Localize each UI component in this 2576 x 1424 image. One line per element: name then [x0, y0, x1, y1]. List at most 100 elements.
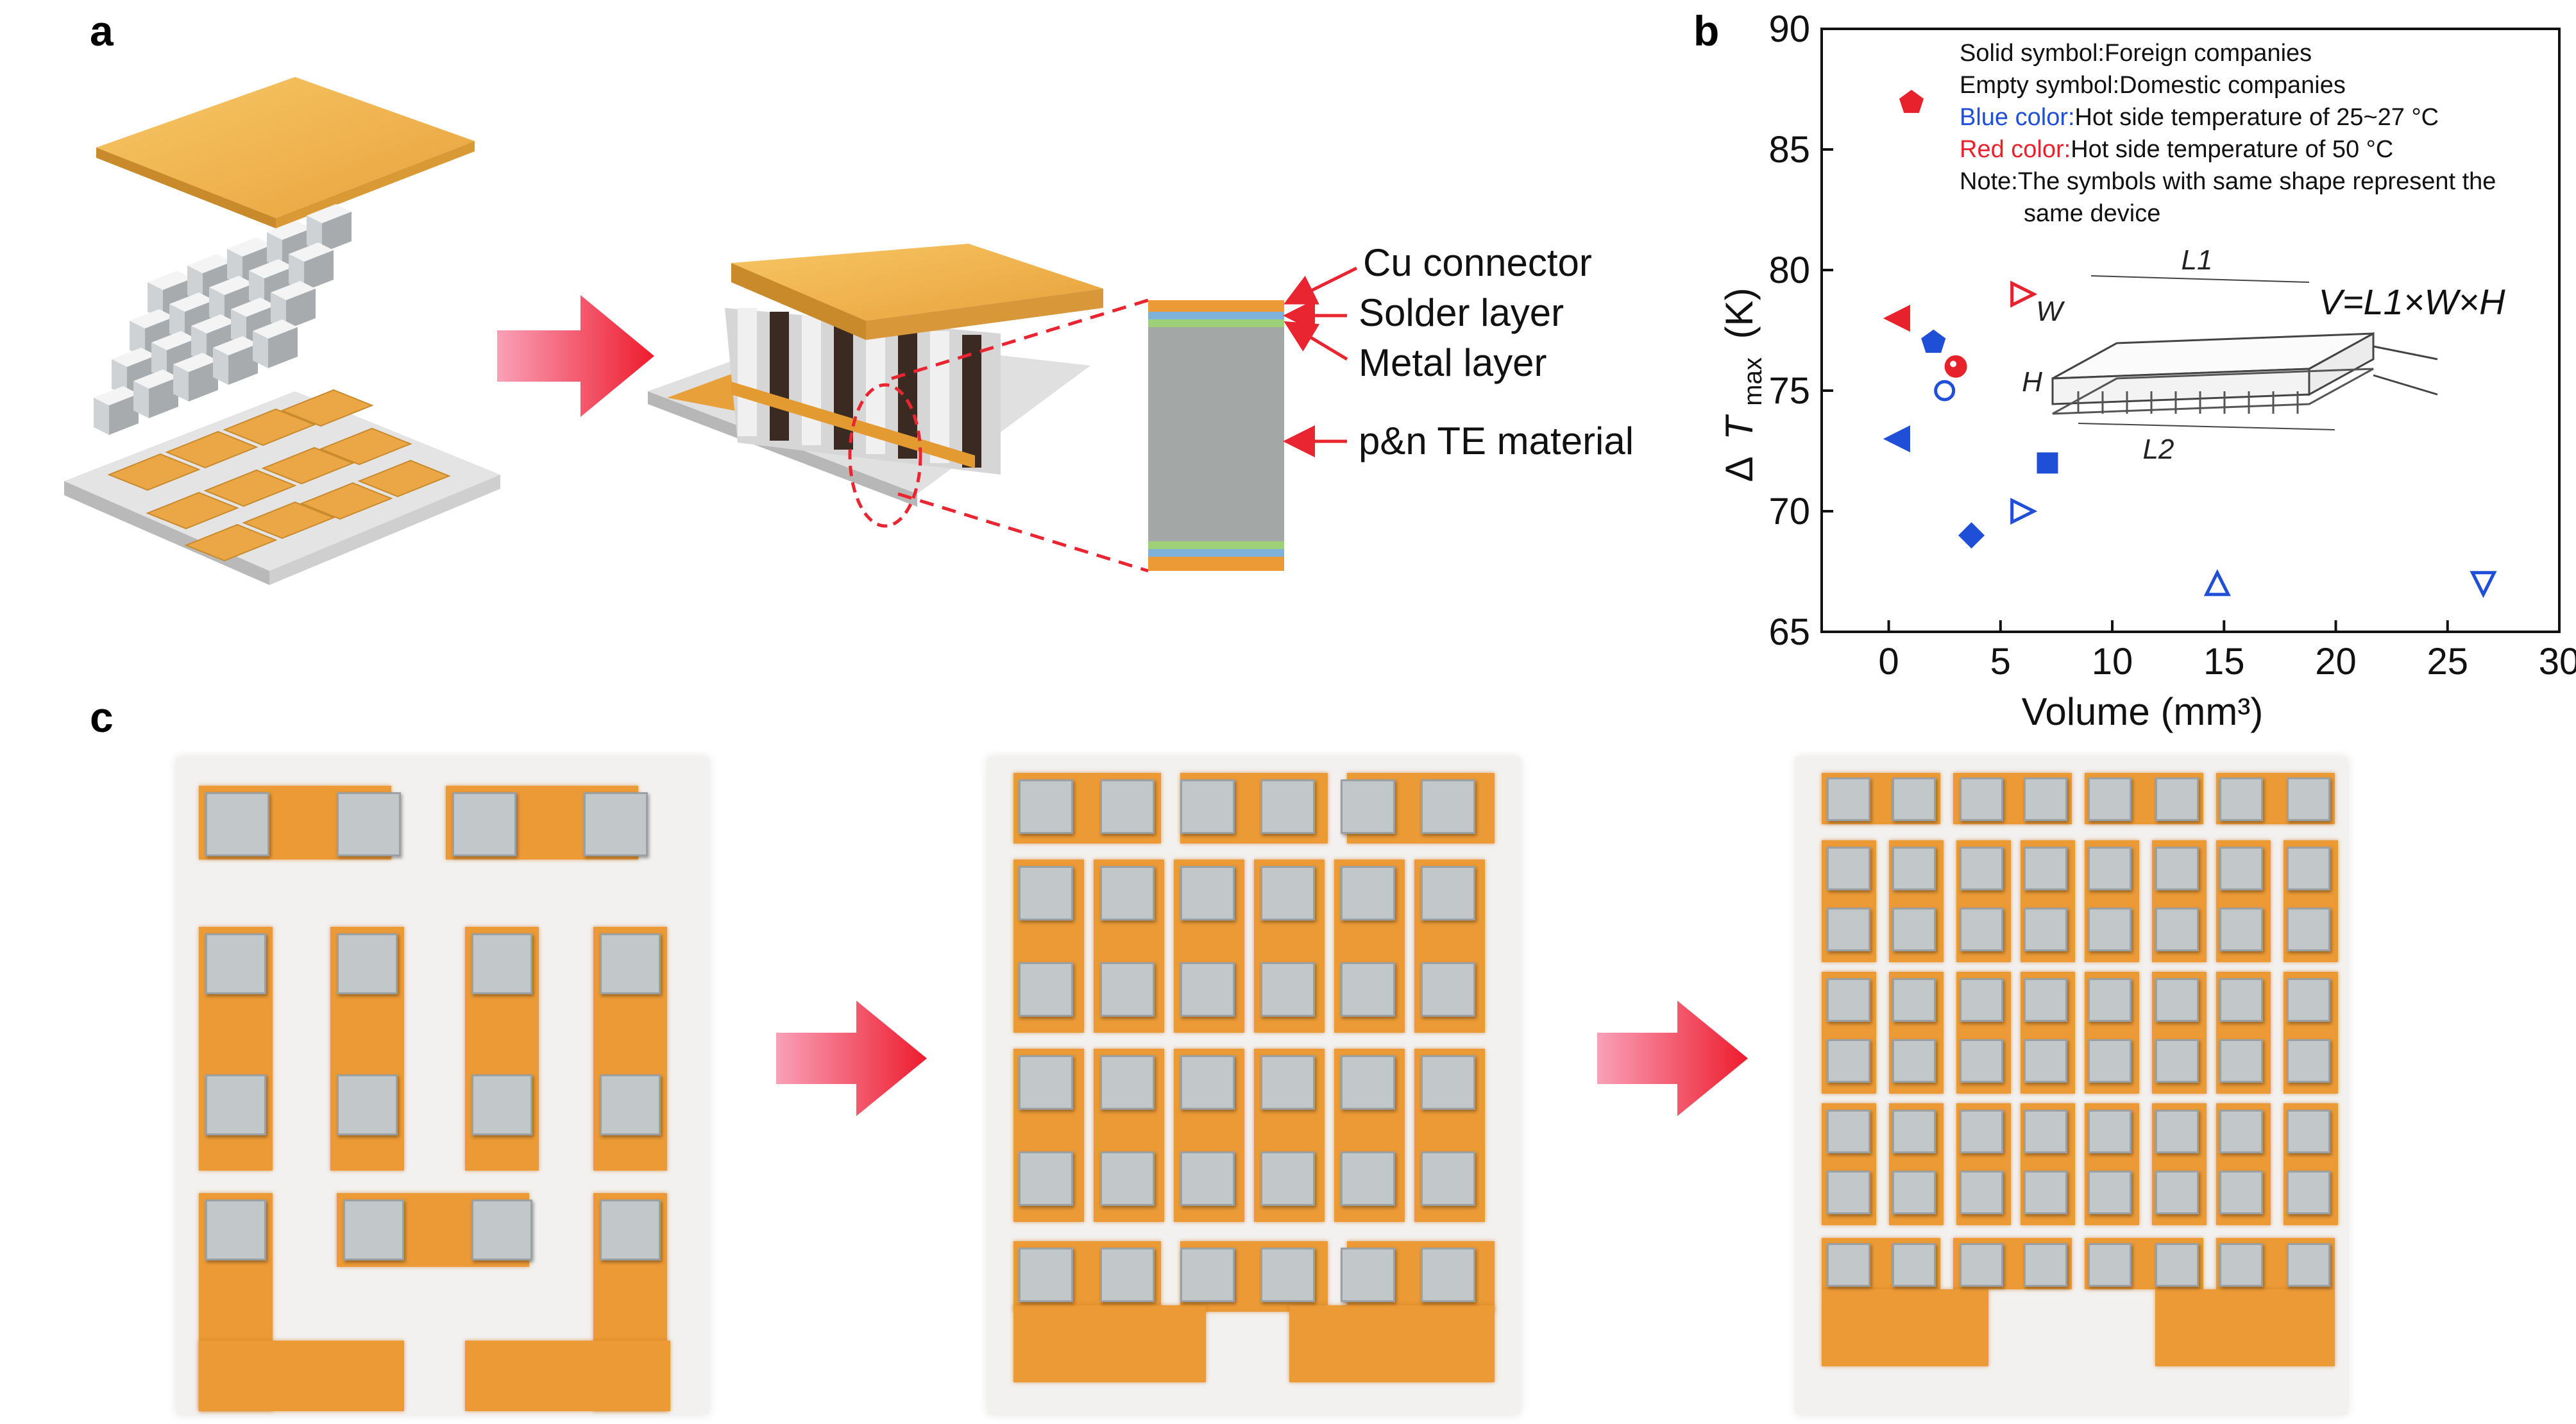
te-leg-square: [1421, 866, 1475, 920]
label-solder-layer: Solder layer: [1359, 291, 1564, 334]
te-leg-square: [600, 1199, 661, 1260]
te-leg-square: [2287, 908, 2330, 951]
copper-pad: [300, 482, 393, 520]
te-leg-square: [1960, 777, 2003, 821]
inset-w: W: [2036, 296, 2065, 327]
te-leg-square: [343, 1199, 404, 1260]
te-leg-square: [2287, 1039, 2330, 1083]
panel-b-letter: b: [1693, 7, 1720, 55]
te-leg-square: [2155, 1039, 2199, 1083]
te-leg-square: [205, 1074, 266, 1135]
te-leg-square: [1260, 962, 1315, 1017]
te-leg-cube: [213, 336, 258, 385]
copper-pad: [280, 389, 374, 427]
te-leg-square: [1100, 1248, 1155, 1302]
copper-pad: [146, 491, 239, 530]
arrow-right-icon: [776, 1001, 927, 1116]
te-leg-square: [2219, 908, 2263, 951]
te-leg-square: [2088, 847, 2131, 890]
module-board-large: [1796, 757, 2348, 1414]
y-tick-label: 75: [1768, 370, 1810, 412]
te-leg-square: [1341, 866, 1395, 920]
te-leg-square: [2287, 1110, 2330, 1153]
te-leg-square: [2088, 1039, 2131, 1083]
te-leg-square: [1827, 908, 1870, 951]
te-leg-square: [2155, 908, 2199, 951]
te-leg-square: [1960, 1171, 2003, 1214]
te-leg-square: [2155, 777, 2199, 821]
te-leg-square: [1019, 1055, 1073, 1110]
te-leg-square: [1260, 1248, 1315, 1302]
te-leg-square: [1421, 1248, 1475, 1302]
te-leg-square: [2155, 978, 2199, 1022]
te-leg-cube: [271, 281, 316, 330]
te-leg-cube: [253, 319, 298, 368]
data-point-triangle-up: [2203, 569, 2231, 597]
legend-row: Solid symbol:Foreign companies: [1960, 40, 2312, 67]
y-tick-label: 85: [1768, 129, 1810, 171]
copper-connector: [1013, 1305, 1206, 1382]
te-leg-square: [1180, 866, 1235, 920]
te-leg-square: [2155, 1110, 2199, 1153]
te-leg-square: [205, 792, 269, 856]
inset-h: H: [2022, 366, 2042, 398]
te-leg-square: [2088, 1243, 2131, 1287]
y-tick-label: 70: [1768, 491, 1810, 532]
te-leg-square: [1421, 1055, 1475, 1110]
copper-connector: [1289, 1305, 1495, 1382]
te-leg-square: [205, 1199, 266, 1260]
te-leg: [802, 316, 821, 445]
te-leg-square: [1341, 779, 1395, 834]
te-leg: [770, 312, 789, 441]
te-leg-square: [1180, 1151, 1235, 1206]
te-leg-square: [2287, 1171, 2330, 1214]
te-leg-square: [1827, 847, 1870, 890]
metal-bottom: [1148, 541, 1284, 549]
legend-key: Blue color:: [1960, 104, 2075, 131]
legend-row: Blue color:Hot side temperature of 25~27…: [1960, 104, 2439, 131]
te-leg-square: [2088, 1110, 2131, 1153]
inset-l2: L2: [2143, 434, 2174, 465]
te-leg-square: [1960, 908, 2003, 951]
te-leg-square: [337, 792, 401, 856]
exploded-module-illustration: [64, 77, 500, 585]
device-inset: L1 L2 W H V=L1×W×H: [2022, 244, 2505, 465]
module-board-medium: [988, 757, 1520, 1414]
te-leg-square: [1827, 978, 1870, 1022]
te-leg-square: [1019, 1248, 1073, 1302]
te-leg-square: [2024, 908, 2067, 951]
legend-key: Red color:: [1960, 136, 2071, 163]
copper-pad: [242, 501, 335, 539]
te-leg-square: [337, 1074, 398, 1135]
label-cu-connector: Cu connector: [1363, 241, 1592, 284]
y-label-sub: max: [1739, 357, 1767, 406]
te-leg-square: [1180, 779, 1235, 834]
legend-text: Foreign companies: [2105, 40, 2312, 67]
te-leg-square: [1421, 1151, 1475, 1206]
te-leg-square: [1260, 1055, 1315, 1110]
panel-c-letter: c: [90, 693, 114, 741]
te-leg-square: [1960, 1110, 2003, 1153]
copper-pad: [357, 459, 451, 498]
assembled-module-illustration: [648, 244, 1103, 528]
te-leg-cube: [133, 369, 178, 418]
data-point-circle: [1934, 380, 1956, 402]
te-leg-square: [1260, 1151, 1315, 1206]
te-leg-square: [1019, 962, 1073, 1017]
te-leg-square: [2287, 1243, 2330, 1287]
te-leg-square: [2219, 1110, 2263, 1153]
copper-pad: [261, 446, 355, 485]
te-leg-square: [2219, 1171, 2263, 1214]
cross-section: [1148, 300, 1284, 571]
y-tick-label: 65: [1768, 611, 1810, 653]
copper-pad: [107, 453, 201, 491]
te-leg-square: [1892, 777, 1936, 821]
te-leg-square: [1892, 1243, 1936, 1287]
circle-dot-highlight: [1950, 360, 1957, 368]
te-leg-square: [2155, 1243, 2199, 1287]
te-leg-square: [1421, 962, 1475, 1017]
te-leg-square: [2219, 978, 2263, 1022]
legend-text: The symbols with same shape represent th…: [2018, 168, 2496, 195]
